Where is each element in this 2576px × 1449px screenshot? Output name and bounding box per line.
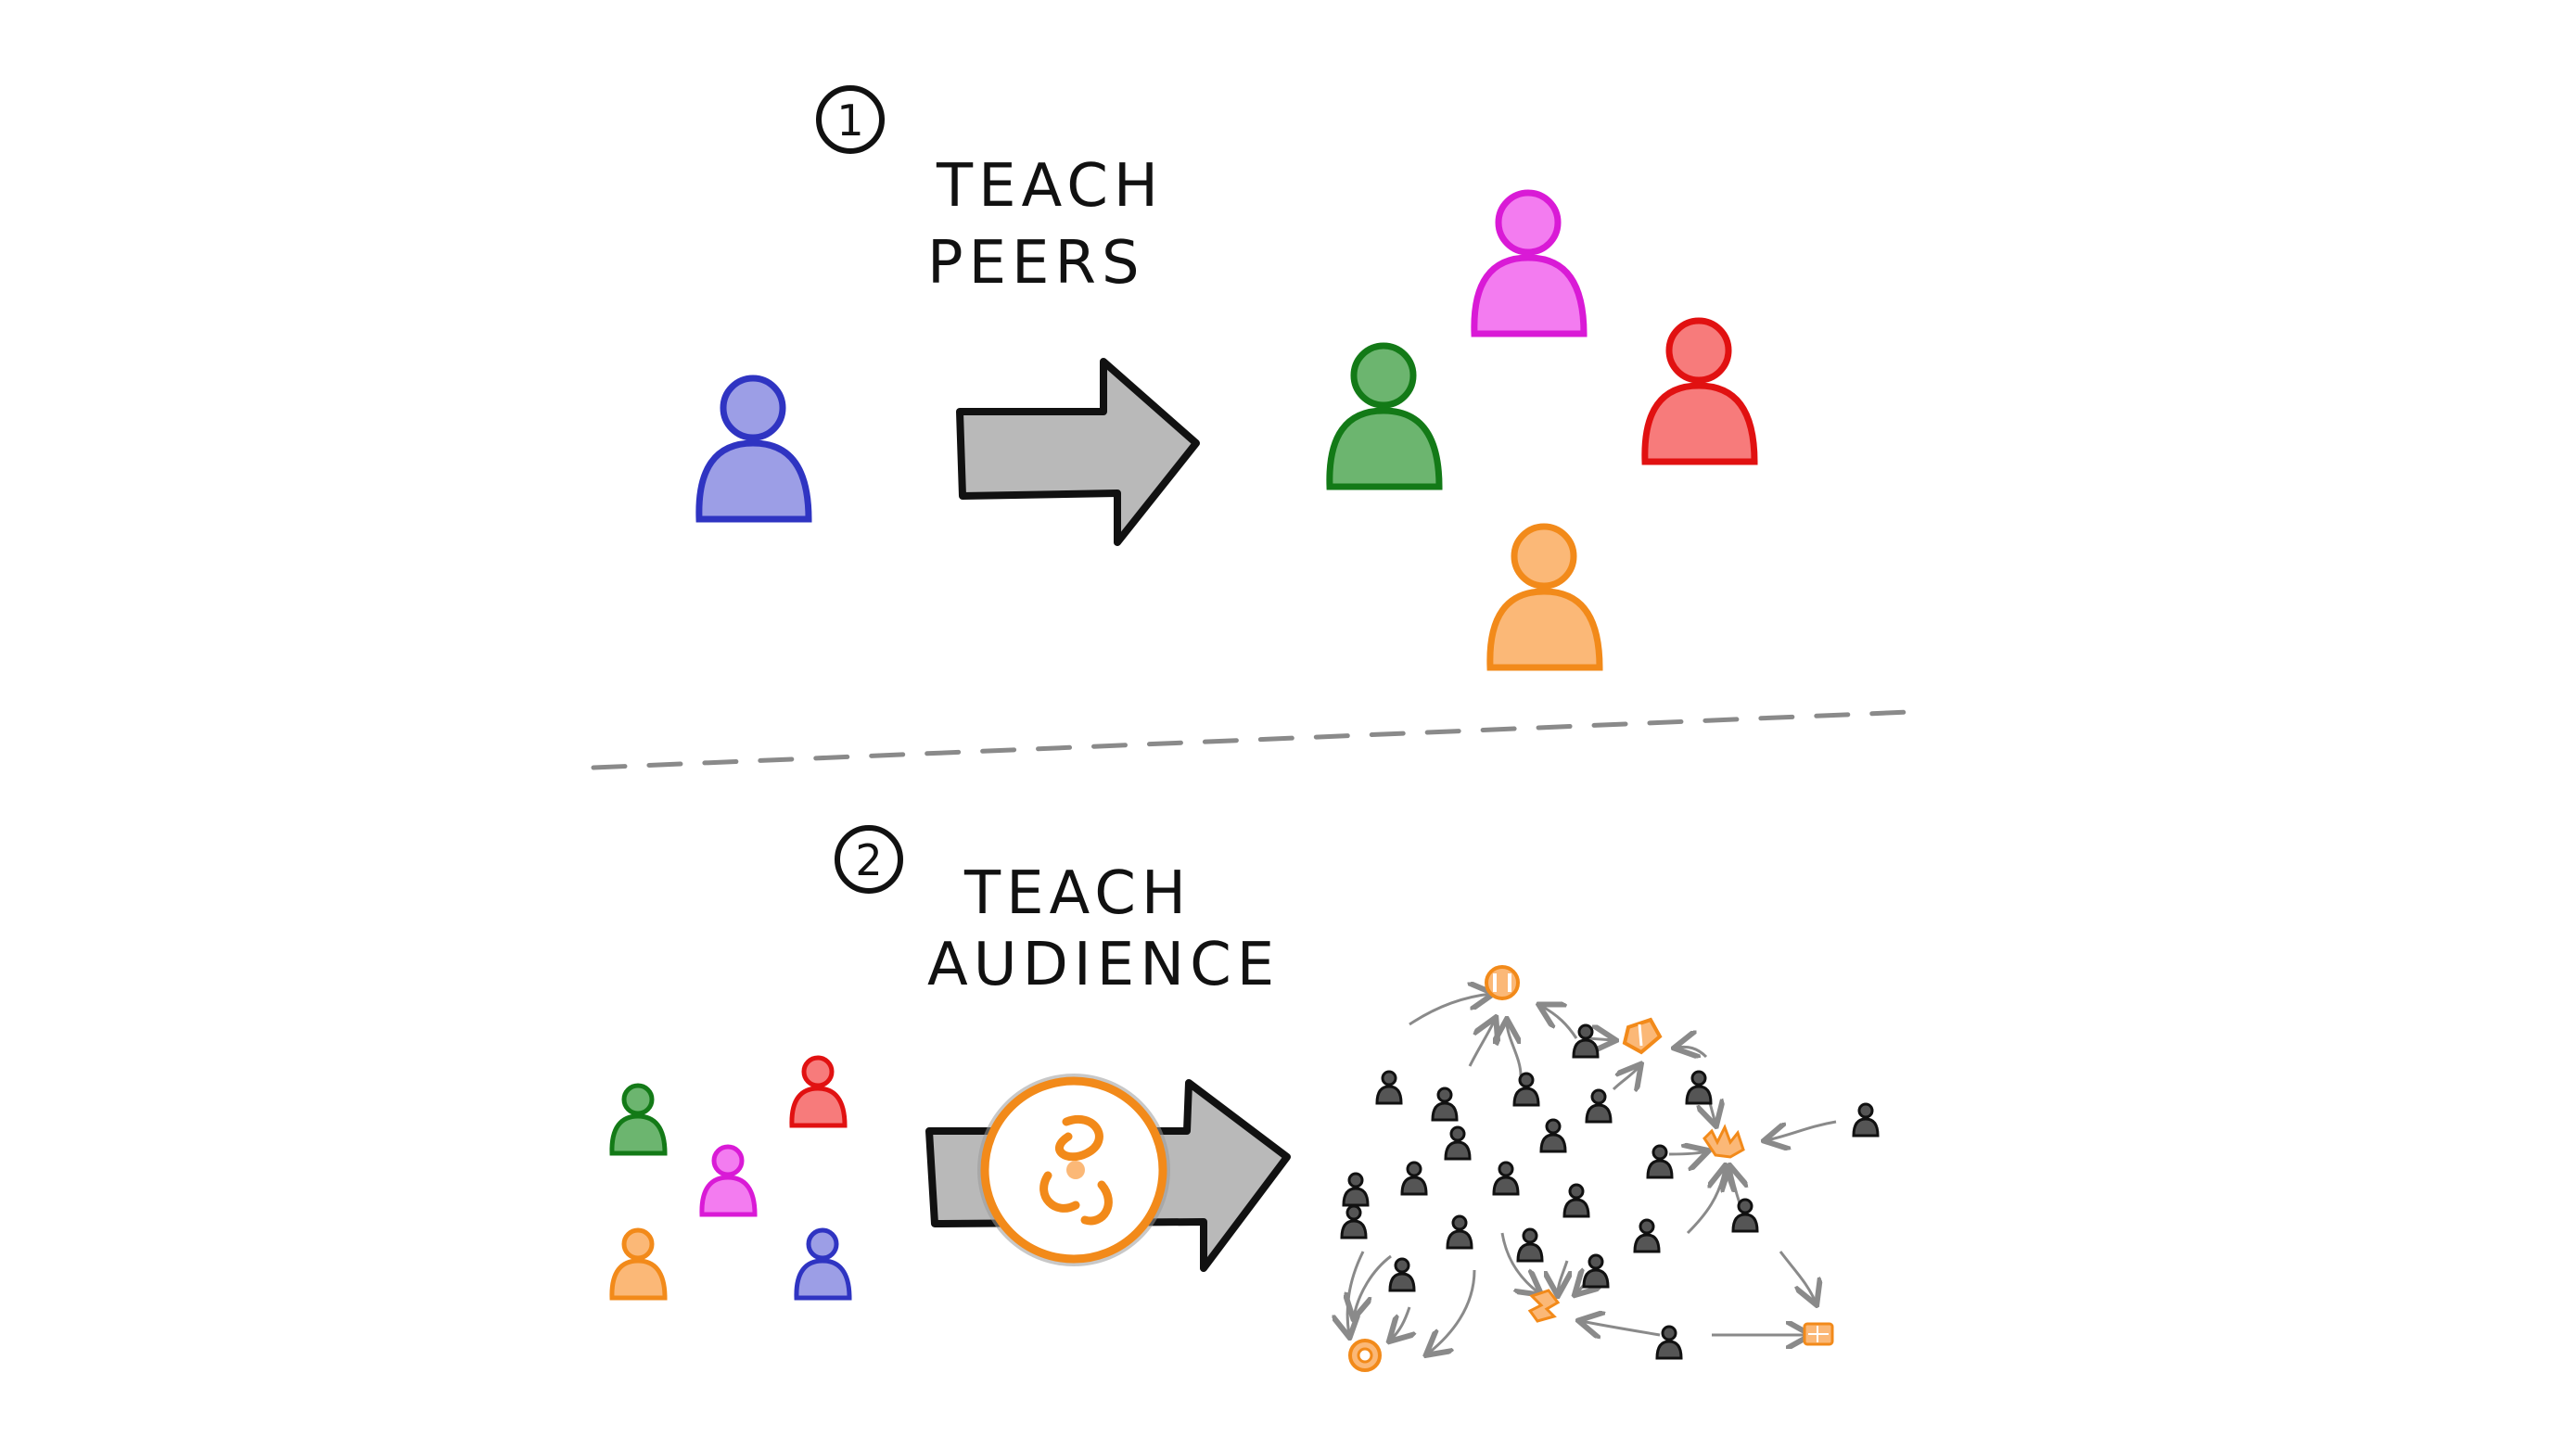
step-2-number: 2 bbox=[855, 835, 882, 885]
group-orange-person-icon bbox=[612, 1230, 665, 1298]
dark-person-icon bbox=[1731, 1198, 1759, 1233]
dark-person-icon bbox=[1512, 1072, 1540, 1107]
dark-person-icon bbox=[1633, 1218, 1661, 1253]
peer-green-person-icon bbox=[1330, 346, 1439, 487]
section-teach-peers: 1 TEACH PEERS bbox=[699, 85, 1754, 667]
group-magenta-person-icon bbox=[702, 1147, 755, 1214]
dark-person-icon bbox=[1342, 1172, 1370, 1207]
dark-person-icon bbox=[1446, 1214, 1473, 1250]
dark-person-icon bbox=[1655, 1325, 1683, 1360]
teach-audience-label-line1: TEACH bbox=[963, 859, 1192, 928]
group-green-person-icon bbox=[612, 1086, 665, 1153]
network-arrows bbox=[1347, 994, 1837, 1354]
teach-peers-label-line2: PEERS bbox=[927, 229, 1145, 298]
dark-person-icon bbox=[1444, 1125, 1472, 1161]
teach-arrow-icon bbox=[956, 358, 1200, 546]
peer-magenta-person-icon bbox=[1474, 193, 1584, 334]
dark-person-icon bbox=[1585, 1088, 1613, 1124]
dark-person-icon bbox=[1516, 1227, 1544, 1263]
step-1-badge: 1 bbox=[816, 85, 885, 154]
orange-platform-icon-a bbox=[1485, 965, 1520, 1000]
dark-person-icon bbox=[1582, 1253, 1610, 1289]
peer-orange-person-icon bbox=[1490, 527, 1600, 667]
dark-person-icon bbox=[1431, 1087, 1459, 1122]
teacher-person-icon bbox=[699, 378, 809, 519]
teach-peers-label-line1: TEACH bbox=[936, 152, 1164, 221]
dark-person-icon bbox=[1572, 1023, 1600, 1059]
dark-person-icon bbox=[1492, 1161, 1520, 1196]
dark-person-icon bbox=[1685, 1070, 1713, 1105]
audience-members bbox=[1340, 1023, 1880, 1360]
group-red-person-icon bbox=[792, 1058, 845, 1125]
audience-network bbox=[1340, 965, 1880, 1372]
dark-person-icon bbox=[1375, 1070, 1403, 1105]
orange-platform-icon-d bbox=[1527, 1289, 1561, 1323]
dark-person-icon bbox=[1646, 1144, 1674, 1179]
section-teach-audience: 2 TEACH AUDIENCE bbox=[612, 825, 1880, 1372]
dark-person-icon bbox=[1340, 1204, 1368, 1239]
step-1-number: 1 bbox=[836, 95, 863, 146]
dark-person-icon bbox=[1852, 1102, 1880, 1138]
orange-platform-icon-f bbox=[1348, 1339, 1382, 1372]
dark-person-icon bbox=[1400, 1161, 1428, 1196]
step-1-circle bbox=[816, 85, 885, 154]
dark-person-icon bbox=[1539, 1118, 1567, 1153]
orange-platform-icon-b bbox=[1622, 1017, 1663, 1055]
orange-platform-icon-e bbox=[1803, 1322, 1834, 1346]
orange-platform-icon-c bbox=[1702, 1124, 1745, 1159]
group-blue-person-icon bbox=[797, 1230, 849, 1298]
dark-person-icon bbox=[1388, 1257, 1416, 1292]
teach-audience-label-line2: AUDIENCE bbox=[927, 931, 1280, 999]
dark-person-icon bbox=[1562, 1183, 1590, 1218]
step-2-circle bbox=[835, 825, 903, 894]
peer-red-person-icon bbox=[1645, 321, 1754, 462]
section-divider bbox=[591, 709, 1913, 770]
step-2-badge: 2 bbox=[835, 825, 903, 894]
swirl-logo-icon bbox=[977, 1074, 1170, 1266]
